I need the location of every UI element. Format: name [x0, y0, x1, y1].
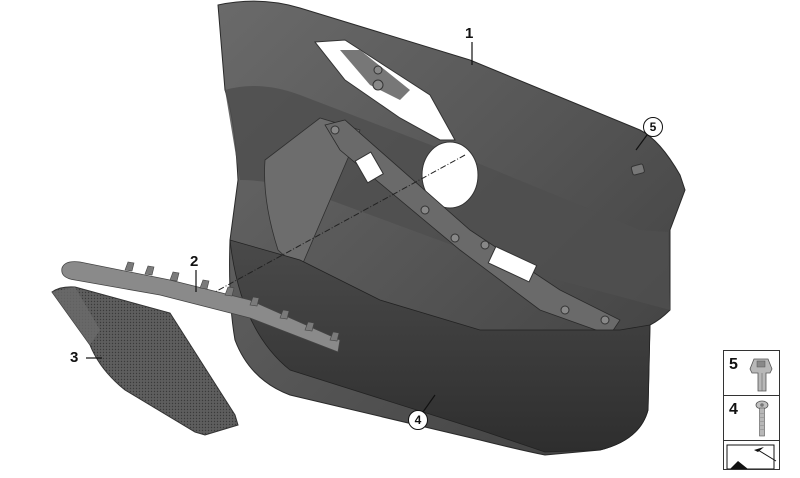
leader-lines	[86, 42, 648, 413]
door-trim-panel	[217, 0, 686, 456]
callout-4: 4	[408, 410, 428, 430]
legend-label: 5	[729, 356, 738, 373]
screw-icon	[755, 400, 769, 437]
small-parts-legend: 5 4	[723, 350, 780, 470]
callout-5: 5	[643, 117, 663, 137]
legend-item-direction-arrow	[724, 441, 779, 469]
legend-item-clip-nut: 5	[724, 351, 779, 396]
direction-arrow-icon	[726, 444, 777, 469]
legend-item-screw: 4	[724, 396, 779, 441]
speaker-grille-cover	[51, 286, 239, 436]
trim-strip	[61, 261, 341, 353]
assembly-line	[214, 154, 466, 293]
callout-1: 1	[465, 25, 474, 42]
legend-label: 4	[729, 401, 738, 418]
callout-2: 2	[190, 253, 199, 270]
callout-3: 3	[70, 349, 79, 366]
clip-nut-icon	[749, 358, 773, 392]
